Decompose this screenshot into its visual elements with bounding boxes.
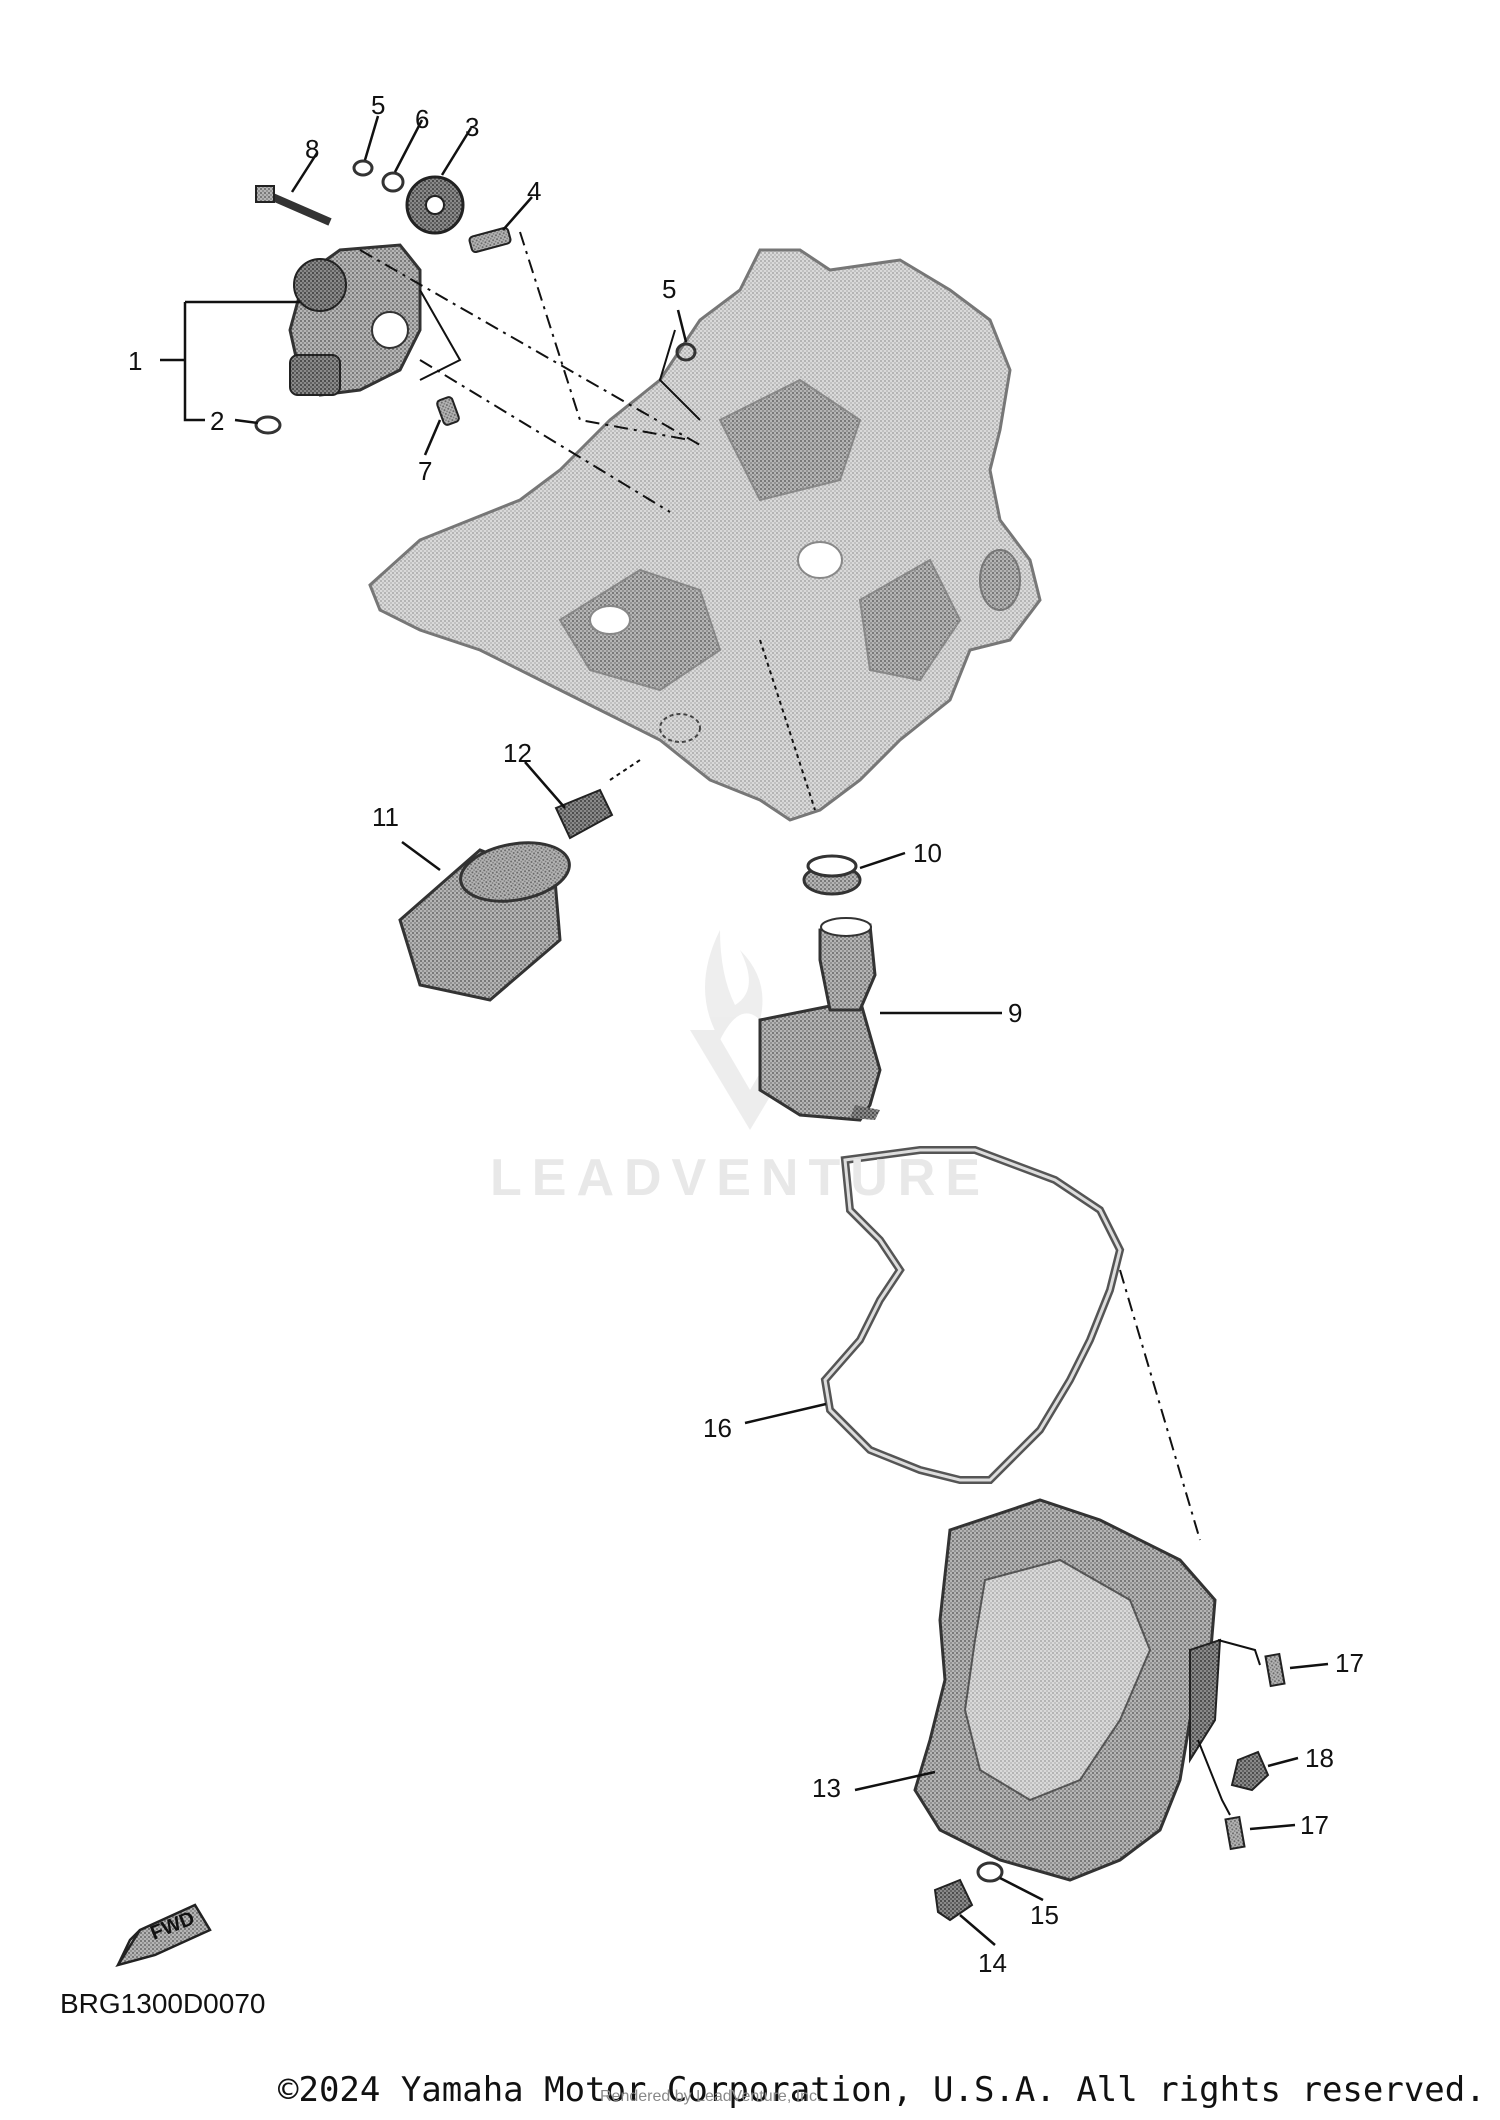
crankcase — [368, 248, 1042, 822]
callout-8: 8 — [305, 134, 320, 164]
callout-9: 9 — [1008, 998, 1023, 1028]
callout-12: 12 — [503, 738, 532, 768]
oil-filter-11 — [398, 841, 571, 1002]
rendered-by: Rendered by LeadVenture, Inc. — [600, 2088, 822, 2105]
bolt-17a — [1264, 1652, 1286, 1688]
gasket-16 — [820, 1146, 1125, 1484]
oil-pan-13 — [913, 1498, 1222, 1882]
circlip-5 — [352, 159, 374, 177]
assembly-lines — [359, 231, 1261, 1816]
callout-10: 10 — [913, 838, 942, 868]
watermark-text: LEADVENTURE — [490, 1149, 991, 1207]
callout-18: 18 — [1305, 1743, 1334, 1773]
oil-strainer-9 — [758, 917, 882, 1122]
callout-14: 14 — [978, 1948, 1007, 1978]
washer-15 — [976, 1861, 1004, 1883]
fwd-arrow-icon — [115, 1903, 212, 1968]
seal-10 — [802, 854, 862, 896]
callout-5a: 5 — [371, 90, 386, 120]
copyright: ©2024 Yamaha Motor Corporation, U.S.A. A… — [278, 2070, 1486, 2110]
callout-3: 3 — [465, 112, 480, 142]
o-ring-2 — [254, 415, 282, 435]
callout-2: 2 — [210, 406, 225, 436]
callout-17b: 17 — [1300, 1810, 1329, 1840]
callout-16: 16 — [703, 1413, 732, 1443]
union-bolt-12 — [554, 788, 614, 840]
clamp-18 — [1230, 1750, 1270, 1792]
pump-gear-3 — [405, 175, 465, 235]
drain-bolt-14 — [933, 1878, 974, 1922]
callout-17a: 17 — [1335, 1648, 1364, 1678]
callout-15: 15 — [1030, 1900, 1059, 1930]
pin-4 — [468, 226, 512, 254]
callout-5b: 5 — [662, 274, 677, 304]
circlip-5b — [675, 342, 697, 362]
callout-6: 6 — [415, 104, 430, 134]
callout-7: 7 — [418, 456, 433, 486]
oil-pump-assembly — [288, 243, 422, 397]
dowel-pin-7 — [436, 396, 460, 426]
callout-1: 1 — [128, 346, 143, 376]
callout-11: 11 — [372, 802, 399, 832]
callout-13: 13 — [812, 1773, 841, 1803]
callout-4: 4 — [527, 176, 542, 206]
bolt-8 — [255, 185, 332, 226]
bolt-17b — [1224, 1815, 1246, 1851]
leader-lines — [160, 115, 1329, 1946]
washer-6 — [381, 171, 405, 193]
diagram-code: BRG1300D0070 — [60, 1988, 266, 2019]
